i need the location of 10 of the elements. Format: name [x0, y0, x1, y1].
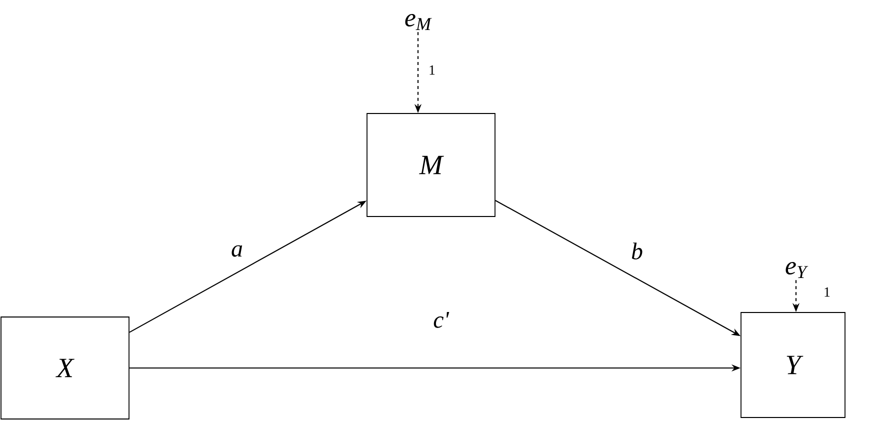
process-box: X [0, 316, 130, 420]
process-box: Y [740, 312, 846, 418]
edge-label: c' [434, 312, 450, 328]
edge-label: b [632, 242, 642, 260]
edge-label: 1 [430, 65, 435, 75]
error-term: e$_{Y}$ [786, 262, 808, 278]
edge-label: 1 [824, 287, 830, 297]
edge-label: a [232, 245, 242, 257]
error-term: e$_{M}$ [405, 14, 432, 30]
process-box: M [366, 113, 496, 217]
